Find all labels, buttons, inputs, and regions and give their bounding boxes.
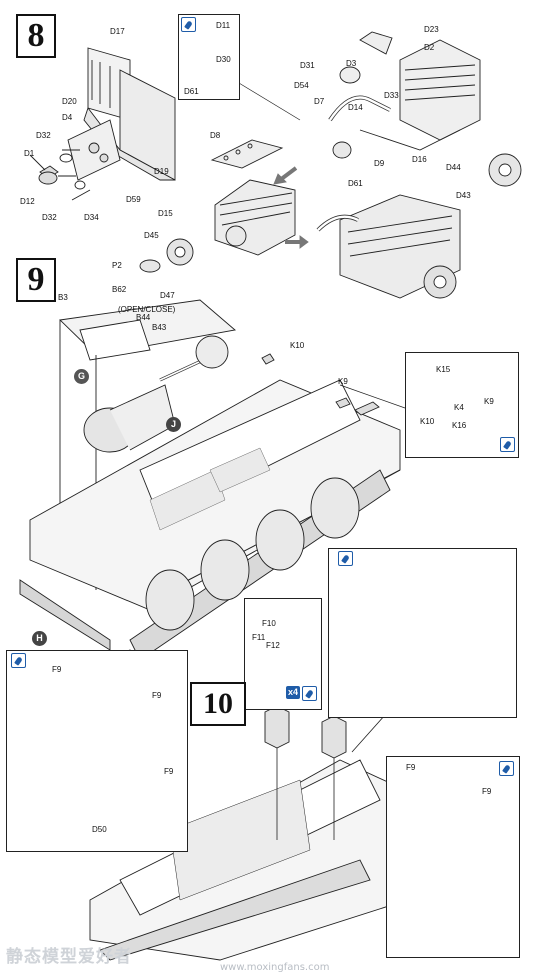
step9-art (19, 299, 484, 661)
marker-g: G (74, 369, 89, 384)
label-d45: D45 (144, 231, 159, 240)
step-number-9: 9 (16, 258, 56, 302)
glue-icon (500, 437, 515, 452)
label-k10: K10 (420, 417, 435, 426)
label-d15: D15 (158, 209, 173, 218)
label-d54: D54 (294, 81, 309, 90)
label-d61: D61 (184, 87, 199, 96)
step10-left-inset (6, 650, 188, 852)
label-f12: F12 (266, 641, 280, 650)
label-k10: K10 (290, 341, 305, 350)
label-d16: D16 (412, 155, 427, 164)
label-k9: K9 (484, 397, 494, 406)
label-d17: D17 (110, 27, 125, 36)
watermark-text: 静态模型爱好者 (6, 947, 132, 967)
label-f9: F9 (52, 665, 62, 674)
step10-right-top-inset (328, 548, 517, 718)
label-d11: D11 (216, 21, 231, 30)
label-b44: B44 (136, 313, 151, 322)
label-d43: D43 (456, 191, 471, 200)
label-d19: D19 (154, 167, 169, 176)
label-b43: B43 (152, 323, 167, 332)
label-k15: K15 (436, 365, 451, 374)
label-p2: P2 (112, 261, 122, 270)
label-d61: D61 (348, 179, 363, 188)
label-d30: D30 (216, 55, 231, 64)
label-d3: D3 (346, 59, 357, 68)
label-d20: D20 (62, 97, 77, 106)
label-f10: F10 (262, 619, 276, 628)
marker-h: H (32, 631, 47, 646)
label-d59: D59 (126, 195, 141, 204)
label-d31: D31 (300, 61, 315, 70)
label-f11: F11 (252, 633, 266, 642)
label-k9: K9 (338, 377, 348, 386)
label-k16: K16 (452, 421, 467, 430)
label-d47: D47 (160, 291, 175, 300)
label-d23: D23 (424, 25, 439, 34)
glue-icon (338, 551, 353, 566)
glue-icon (302, 686, 317, 701)
label-d4: D4 (62, 113, 73, 122)
label-b62: B62 (112, 285, 127, 294)
glue-icon (499, 761, 514, 776)
label-f9: F9 (164, 767, 174, 776)
label-b3: B3 (58, 293, 68, 302)
label-d8: D8 (210, 131, 221, 140)
label-d7: D7 (314, 97, 325, 106)
quantity-badge: x4 (286, 686, 301, 699)
label-d44: D44 (446, 163, 461, 172)
label-d33: D33 (384, 91, 399, 100)
label-d32: D32 (42, 213, 57, 222)
label-d34: D34 (84, 213, 99, 222)
marker-j: J (166, 417, 181, 432)
step8-art (29, 31, 522, 299)
glue-icon (181, 17, 196, 32)
label-f9: F9 (406, 763, 416, 772)
step10-right-bottom-inset (386, 756, 520, 958)
label-open-close: (OPEN/CLOSE) (118, 305, 176, 314)
label-d32: D32 (36, 131, 51, 140)
label-d1: D1 (24, 149, 35, 158)
glue-icon (11, 653, 26, 668)
label-f9: F9 (482, 787, 492, 796)
label-d50: D50 (92, 825, 107, 834)
label-k4: K4 (454, 403, 464, 412)
label-d9: D9 (374, 159, 385, 168)
label-f9: F9 (152, 691, 162, 700)
step-number-8: 8 (16, 14, 56, 58)
watermark-url: www.moxingfans.com (220, 962, 330, 973)
label-d14: D14 (348, 103, 363, 112)
step-number-10: 10 (190, 682, 246, 726)
label-d12: D12 (20, 197, 35, 206)
label-d2: D2 (424, 43, 435, 52)
